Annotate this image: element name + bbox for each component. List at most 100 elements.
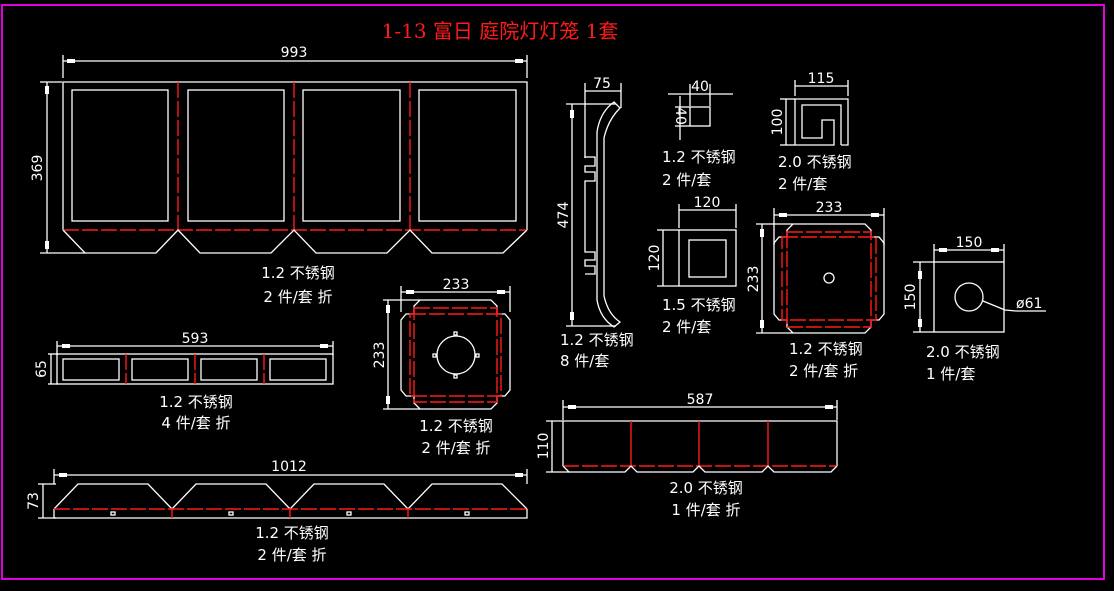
drawing-title: 1-13 富日 庭院灯灯笼 1套 (382, 19, 619, 43)
part-leg-profile[interactable]: 75 474 (556, 76, 622, 328)
dim-width-label: 75 (593, 76, 611, 92)
center-hole (436, 335, 476, 375)
part-cap-233-holes[interactable]: 233 233 (372, 277, 511, 410)
dim-height-label: 369 (30, 155, 46, 182)
dim-width-label: 587 (687, 392, 714, 408)
dim-height-label: 150 (903, 284, 919, 311)
part-material-label: 1.2 不锈钢 (159, 393, 233, 411)
dim-width-label: 40 (691, 79, 709, 95)
panel-window (187, 89, 285, 222)
part-material-label: 1.2 不锈钢 (419, 417, 493, 435)
dim-width-label: 593 (182, 331, 209, 347)
slot-hole (346, 511, 352, 516)
frame-inner (688, 239, 727, 278)
part-qty-label: 4 件/套 折 (161, 414, 230, 432)
part-qty-label: 2 件/套 (778, 175, 827, 193)
drawing-frame-border (1, 4, 1105, 580)
dim-height-label: 120 (647, 245, 663, 272)
dim-arrow (406, 290, 414, 294)
slot-hole (228, 511, 234, 516)
dim-width-label: 233 (816, 200, 843, 216)
square-outline (689, 106, 711, 127)
dim-arrow (386, 305, 390, 313)
hole-diameter-label: ø61 (1016, 296, 1042, 312)
part-qty-label: 8 件/套 (560, 352, 609, 370)
part-qty-label: 2 件/套 (662, 318, 711, 336)
dim-arrow (62, 344, 70, 348)
part-qty-label: 2 件/套 (662, 171, 711, 189)
plate-hole (954, 282, 984, 312)
plate-outline (933, 261, 1005, 333)
part-cap-233-center[interactable]: 233 233 (746, 200, 885, 334)
dim-arrow (320, 344, 328, 348)
fold-line (786, 231, 872, 328)
dim-arrow (779, 213, 787, 217)
dim-height-label: 474 (556, 202, 572, 229)
dim-arrow (570, 110, 574, 118)
cap-outline (400, 299, 511, 410)
part-square-40[interactable]: 40 40 (668, 79, 733, 140)
part-qty-label: 2 件/套 折 (263, 288, 332, 306)
dim-height-label: 40 (672, 107, 688, 125)
tray-tabs (562, 465, 838, 473)
dim-arrow (991, 248, 999, 252)
part-material-label: 1.2 不锈钢 (255, 524, 329, 542)
panel-window (418, 89, 517, 222)
dim-width-label: 993 (281, 45, 308, 61)
dim-arrow (918, 271, 922, 279)
bolt-hole (475, 353, 480, 358)
strip-window (62, 358, 120, 381)
bolt-hole (453, 331, 458, 336)
part-qty-label: 2 件/套 折 (421, 439, 490, 457)
dim-arrow (570, 312, 574, 320)
dim-arrow (871, 213, 879, 217)
leader-line (982, 300, 1046, 312)
dim-arrow (939, 248, 947, 252)
dim-width-label: 115 (808, 71, 835, 87)
center-hole (823, 272, 835, 284)
dim-arrow (918, 319, 922, 327)
dim-width-label: 233 (443, 277, 470, 293)
dim-arrow (825, 405, 833, 409)
part-qty-label: 1 件/套 折 (671, 501, 740, 519)
slot-hole (464, 511, 470, 516)
dim-arrow (568, 405, 576, 409)
part-tray-587[interactable]: 587 110 (536, 392, 838, 473)
base-tabs (53, 483, 528, 510)
part-qty-label: 1 件/套 (926, 365, 975, 383)
strip-window (131, 358, 189, 381)
bolt-hole (432, 353, 437, 358)
dim-height-label: 65 (34, 360, 50, 378)
part-strip-593[interactable]: 593 65 (34, 331, 334, 385)
hook-outline (794, 98, 849, 146)
tray-outline (562, 420, 838, 466)
dim-arrow (386, 396, 390, 404)
dim-arrow (760, 229, 764, 237)
dim-arrow (497, 290, 505, 294)
panel-tabs (62, 229, 528, 254)
dim-width-label: 1012 (271, 459, 307, 475)
panel-window (71, 89, 169, 222)
part-hook-115[interactable]: 115 100 (770, 71, 849, 146)
dim-arrow (45, 241, 49, 249)
part-material-label: 2.0 不锈钢 (669, 479, 743, 497)
part-material-label: 2.0 不锈钢 (926, 343, 1000, 361)
panel-window (302, 89, 401, 222)
part-base-1012[interactable]: 1012 73 (26, 459, 528, 519)
dim-width-label: 120 (694, 195, 721, 211)
fold-line (409, 313, 502, 397)
part-qty-label: 2 件/套 折 (257, 546, 326, 564)
leg-notches (584, 156, 596, 275)
part-material-label: 1.2 不锈钢 (662, 148, 736, 166)
fold-line (781, 236, 877, 321)
part-material-label: 2.0 不锈钢 (778, 153, 852, 171)
dim-arrow (760, 320, 764, 328)
strip-window (200, 358, 258, 381)
part-material-label: 1.2 不锈钢 (261, 264, 335, 282)
part-frame-120[interactable]: 120 120 (647, 195, 737, 287)
dim-arrow (59, 473, 67, 477)
dim-arrow (515, 473, 523, 477)
part-front-panel[interactable]: 993 369 (30, 45, 528, 254)
part-plate-150[interactable]: 150 150 ø61 (903, 235, 1046, 333)
